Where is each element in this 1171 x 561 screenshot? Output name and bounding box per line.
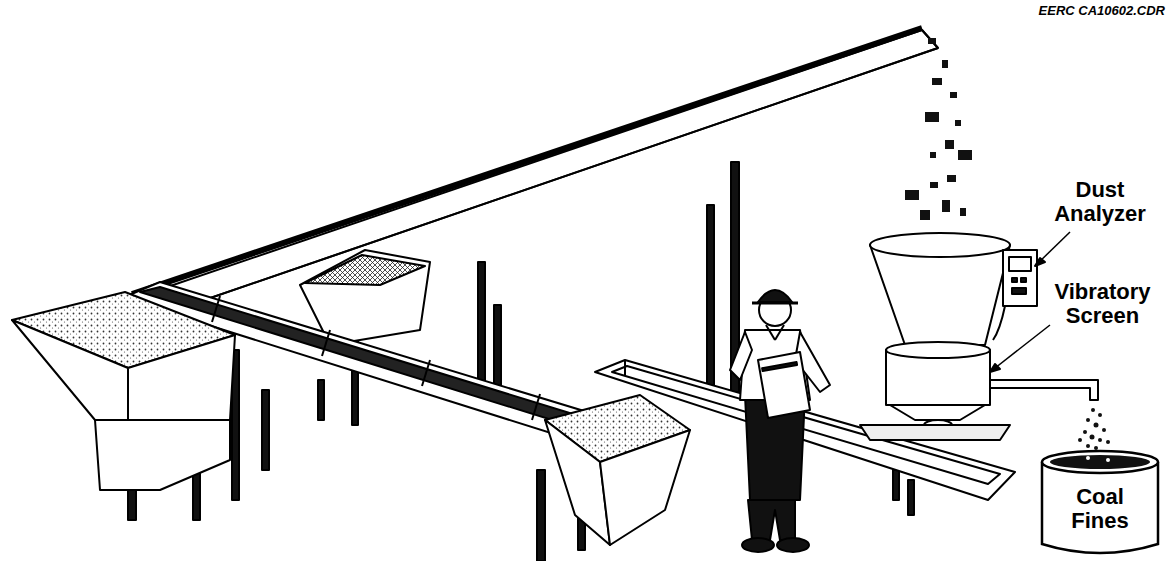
support-posts (193, 162, 914, 561)
worker-figure (730, 290, 830, 552)
callout-label: Dust Analyzer (1040, 178, 1160, 226)
collection-hopper (545, 395, 690, 545)
inclined-conveyor (132, 28, 938, 318)
coal-drum: Coal Fines (1038, 448, 1162, 556)
falling-fines (1078, 408, 1110, 450)
node-text: Coal Fines (1060, 485, 1140, 533)
vibratory-screen (860, 342, 1098, 440)
feed-hopper (12, 292, 235, 520)
node-text-wrap: Coal Fines (1060, 485, 1140, 533)
callout-label: Vibratory Screen (1035, 280, 1170, 328)
falling-coal (905, 38, 972, 220)
drawing-id: EERC CA10602.CDR (1000, 4, 1165, 18)
dust-analyzer (870, 233, 1037, 345)
